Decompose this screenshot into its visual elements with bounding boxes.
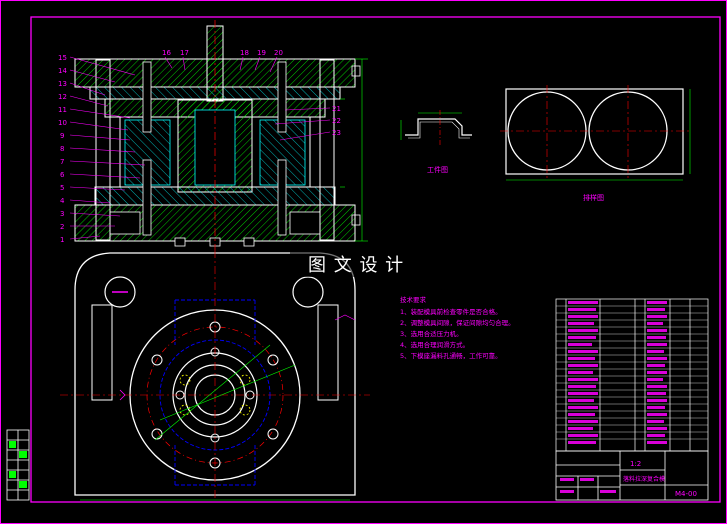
svg-text:21: 21: [332, 105, 341, 113]
bom-cell-fills: [568, 301, 667, 444]
svg-text:2、调整模具间隙，保证间隙均匀合理。: 2、调整模具间隙，保证间隙均匀合理。: [400, 318, 515, 327]
svg-text:18: 18: [240, 49, 249, 57]
part-numbers-right: 21 22 23: [332, 105, 341, 137]
svg-text:5: 5: [60, 184, 64, 192]
bom-rows: [556, 305, 708, 440]
svg-text:14: 14: [58, 67, 67, 75]
svg-text:9: 9: [60, 132, 64, 140]
title-block: [555, 450, 709, 501]
svg-text:15: 15: [58, 54, 67, 62]
left-margin-block: [6, 429, 30, 501]
plan-view: [60, 250, 370, 501]
title-drawing-name: 落料拉深复合模: [623, 475, 665, 483]
part-numbers-left: 15 14 13 12 11 10 9 8 7 6 5 4 3 2 1: [58, 54, 67, 244]
svg-text:图 文 设 计: 图 文 设 计: [308, 255, 404, 276]
svg-text:20: 20: [274, 49, 283, 57]
strip-layout-view: [500, 85, 691, 181]
svg-text:2: 2: [60, 223, 64, 231]
svg-text:3、选用合适压力机。: 3、选用合适压力机。: [400, 329, 463, 338]
title-scale: 1:2: [630, 460, 641, 468]
tech-requirements: 技术要求 1、装配模具前检查零件是否合格。 2、调整模具间隙，保证间隙均匀合理。…: [400, 295, 515, 360]
workpiece-view: [400, 110, 472, 145]
svg-text:技术要求: 技术要求: [400, 295, 427, 304]
svg-text:3: 3: [60, 210, 64, 218]
svg-text:13: 13: [58, 80, 67, 88]
front-section-view: [74, 20, 368, 250]
svg-text:7: 7: [60, 158, 64, 166]
svg-text:23: 23: [332, 129, 341, 137]
svg-text:22: 22: [332, 117, 341, 125]
svg-text:8: 8: [60, 145, 64, 153]
svg-text:1: 1: [60, 236, 64, 244]
svg-text:11: 11: [58, 106, 67, 114]
layout-label: 排样图: [583, 193, 604, 202]
svg-text:19: 19: [257, 49, 266, 57]
title-drawing-no: M4-00: [675, 490, 697, 498]
part-numbers-top: 16 17 18 19 20: [162, 49, 283, 57]
svg-text:4: 4: [60, 197, 65, 205]
svg-text:1、装配模具前检查零件是否合格。: 1、装配模具前检查零件是否合格。: [400, 307, 502, 316]
svg-text:6: 6: [60, 171, 65, 179]
svg-text:10: 10: [58, 119, 67, 127]
workpiece-label: 工件图: [427, 165, 448, 174]
svg-text:12: 12: [58, 93, 67, 101]
watermark: 图 文 设 计: [290, 250, 440, 277]
svg-text:5、下模座漏料孔通畅，工作可靠。: 5、下模座漏料孔通畅，工作可靠。: [400, 351, 502, 360]
part-leaders-left: [69, 56, 146, 240]
svg-text:4、选用合理润滑方式。: 4、选用合理润滑方式。: [400, 340, 469, 349]
svg-text:16: 16: [162, 49, 171, 57]
svg-text:17: 17: [180, 49, 189, 57]
